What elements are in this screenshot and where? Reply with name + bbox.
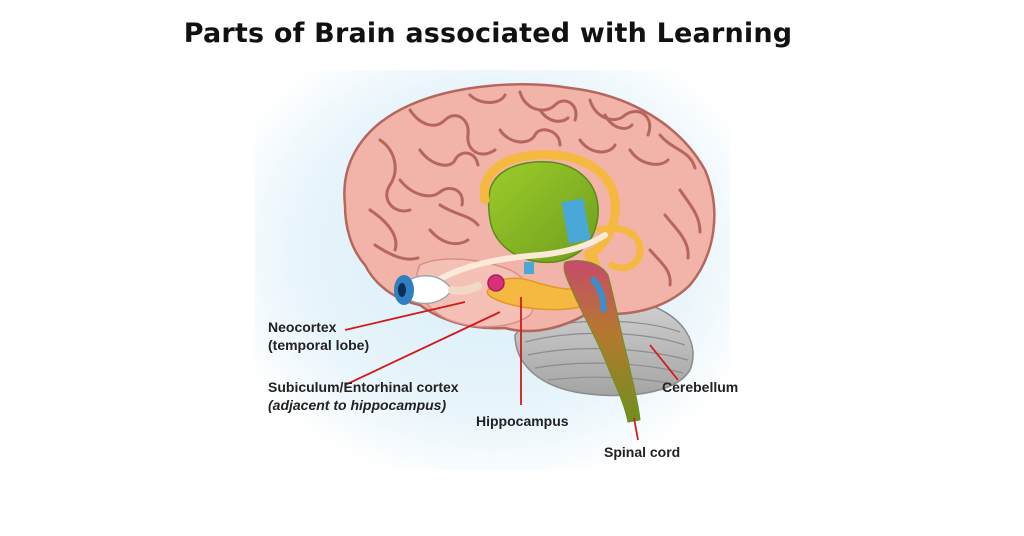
spinal-cord-leader-line bbox=[633, 417, 639, 441]
amygdala-shape bbox=[487, 274, 505, 292]
cerebellum-leader-line bbox=[649, 344, 679, 381]
neocortex-label-detail: (temporal lobe) bbox=[268, 337, 370, 353]
hippocampus-label: Hippocampus bbox=[476, 413, 569, 429]
cerebellum-label: Cerebellum bbox=[662, 379, 739, 395]
neocortex-label: Neocortex (temporal lobe) bbox=[268, 318, 369, 354]
pons-highlight bbox=[589, 276, 607, 313]
subiculum-label-name: Subiculum/Entorhinal cortex bbox=[268, 379, 459, 395]
blue-structure bbox=[524, 198, 591, 274]
eye-shape bbox=[394, 275, 482, 305]
corpus-path bbox=[427, 232, 608, 288]
subiculum-leader-line bbox=[344, 311, 501, 386]
page-title: Parts of Brain associated with Learning bbox=[183, 18, 793, 49]
subiculum-label: Subiculum/Entorhinal cortex (adjacent to… bbox=[268, 378, 459, 414]
neocortex-label-name: Neocortex bbox=[268, 319, 337, 335]
neocortex-leader-line bbox=[344, 301, 466, 331]
subiculum-label-detail: (adjacent to hippocampus) bbox=[268, 397, 447, 413]
spinal-cord-label: Spinal cord bbox=[604, 444, 681, 460]
